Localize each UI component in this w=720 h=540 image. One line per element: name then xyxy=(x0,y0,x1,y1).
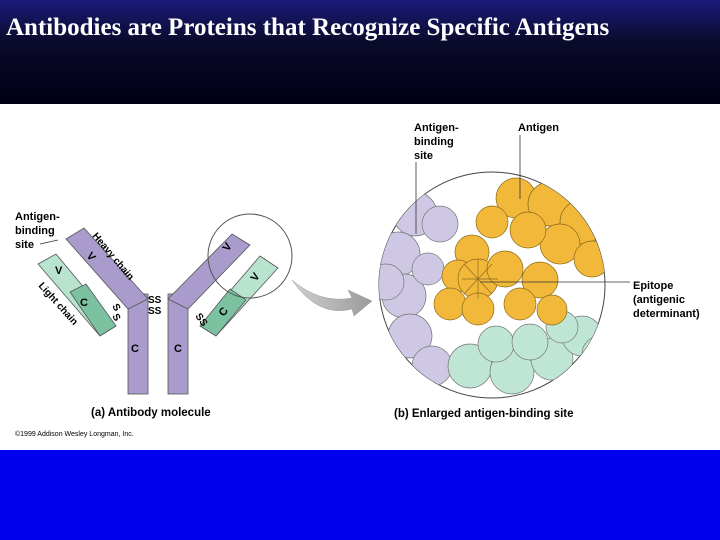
left-s-label: S xyxy=(109,312,122,324)
caption-b: (b) Enlarged antigen-binding site xyxy=(394,408,574,420)
right-c-label: C xyxy=(174,343,182,355)
light-chain-right-constant xyxy=(199,288,247,337)
left-c-label: C xyxy=(131,343,139,355)
antigen-binding-site-label-b-2: binding xyxy=(414,136,454,148)
zoom-arrow xyxy=(291,279,373,317)
caption-a: (a) Antibody molecule xyxy=(91,407,211,419)
antigen-binding-site-label-a-2: binding xyxy=(15,225,55,237)
epitope-lines xyxy=(462,259,498,299)
copyright: ©1999 Addison Wesley Longman, Inc. xyxy=(15,430,134,438)
epitope-label-3: determinant) xyxy=(633,308,700,320)
zoom-circle xyxy=(207,213,293,299)
left-s-label-2: S xyxy=(109,302,122,314)
light-chain-c-label: C xyxy=(80,297,88,309)
binding-site-pointer-a xyxy=(39,239,59,245)
antigen-binding-site-label-a-3: site xyxy=(15,239,34,251)
heavy-chain-left-arm xyxy=(65,227,149,310)
antigen-binding-site-label-b-1: Antigen- xyxy=(414,122,459,134)
light-chain-v-label: V xyxy=(55,265,63,277)
figure-svg: V V C S S V V C SS SS SS C C Heavy chain… xyxy=(15,122,700,438)
bottom-band xyxy=(0,450,720,540)
ss-bond-label-2: SS xyxy=(148,306,162,317)
epitope-label-1: Epitope xyxy=(633,280,673,292)
heavy-chain-right-arm xyxy=(167,233,251,310)
antibody-molecule: V V C S S V V C SS SS SS C C Heavy chain… xyxy=(15,211,293,438)
enlarged-binding-site: Antigen- binding site Antigen Epitope (a… xyxy=(378,122,700,420)
light-chain-left-constant xyxy=(69,283,117,337)
antigen-binding-site-label-a-1: Antigen- xyxy=(15,211,60,223)
antigen-label: Antigen xyxy=(518,122,559,134)
slide-title: Antibodies are Proteins that Recognize S… xyxy=(6,14,610,41)
antibody-figure: V V C S S V V C SS SS SS C C Heavy chain… xyxy=(0,104,720,450)
epitope-label-2: (antigenic xyxy=(633,294,685,306)
ss-bond-label-1: SS xyxy=(148,295,162,306)
antigen-binding-site-label-b-3: site xyxy=(414,150,433,162)
